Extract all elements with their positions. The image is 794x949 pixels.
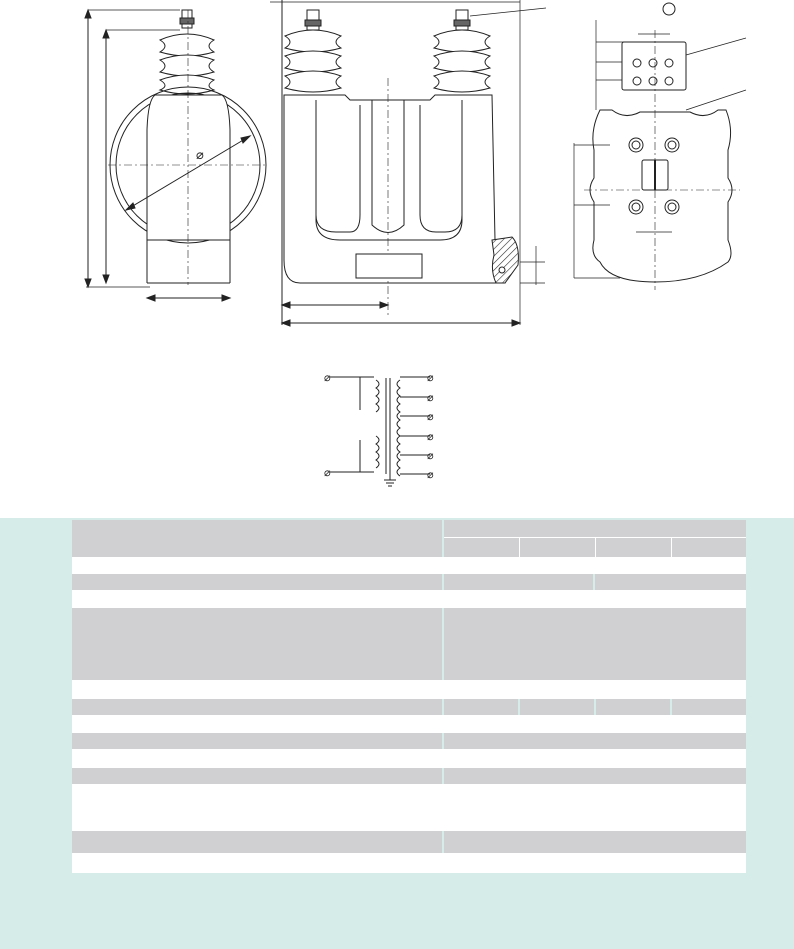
table-row xyxy=(72,733,746,749)
table-row xyxy=(72,853,746,873)
table-row xyxy=(72,768,746,784)
table-row xyxy=(72,699,746,715)
table-header-row xyxy=(72,520,746,557)
terminal-circle-icon: ⌀ xyxy=(324,466,331,479)
wiring-schematic xyxy=(330,376,430,487)
table-row xyxy=(72,749,746,768)
table-row xyxy=(72,831,746,853)
terminal-circle-icon: ⌀ xyxy=(427,430,434,443)
terminal-circle-icon: ⌀ xyxy=(427,410,434,423)
table-row xyxy=(72,574,746,590)
terminal-view-drawing xyxy=(573,2,747,290)
spec-table xyxy=(72,520,746,873)
table-row xyxy=(72,784,746,831)
table-row xyxy=(72,557,746,574)
terminal-circle-icon: ⌀ xyxy=(427,391,434,404)
terminal-circle-icon: ⌀ xyxy=(427,449,434,462)
front-view-drawing xyxy=(270,0,547,327)
terminal-circle-icon: ⌀ xyxy=(427,468,434,481)
terminal-circle-icon: ⌀ xyxy=(324,371,331,384)
header-param-cell xyxy=(72,520,442,557)
technical-drawings: ⌀ xyxy=(84,0,747,487)
table-row xyxy=(72,680,746,699)
table-row xyxy=(72,715,746,733)
table-row xyxy=(72,590,746,608)
diameter-symbol-icon: ⌀ xyxy=(196,148,204,163)
secondary-terminal-group xyxy=(632,58,674,86)
side-view-drawing xyxy=(84,8,268,302)
table-row xyxy=(72,608,746,680)
header-value-cell xyxy=(444,520,746,557)
terminal-circle-icon: ⌀ xyxy=(427,371,434,384)
